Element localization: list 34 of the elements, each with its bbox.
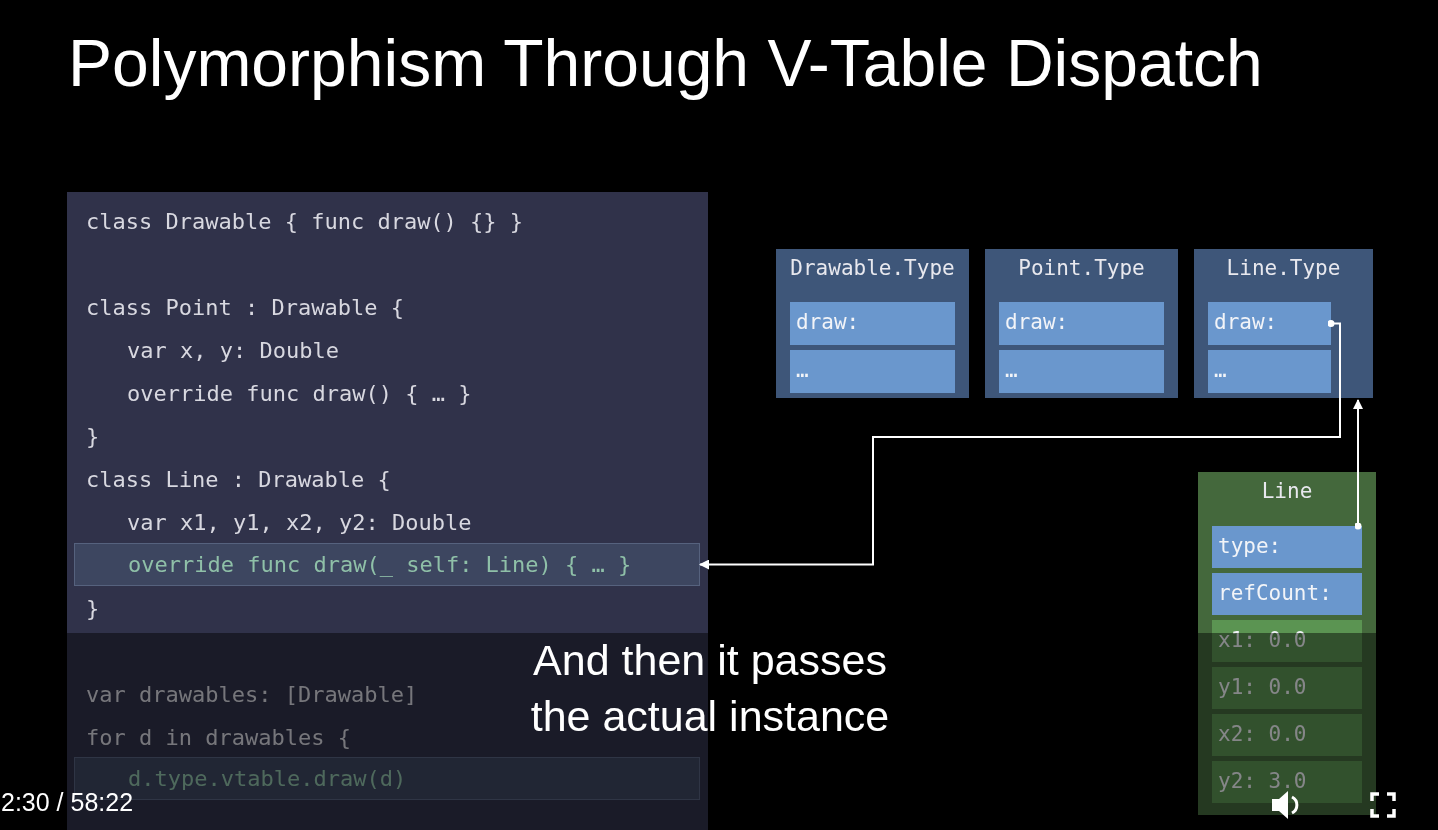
code-line: class Drawable { func draw() {} } [86, 208, 524, 236]
code-line: var x1, y1, x2, y2: Double [127, 509, 472, 537]
memory-field: … [1208, 350, 1331, 393]
box-title: Point.Type [1017, 255, 1146, 281]
type-box [985, 249, 1178, 398]
memory-field: x2: 0.0 [1212, 714, 1362, 756]
memory-field: … [790, 350, 955, 393]
arrow [699, 320, 1341, 570]
subtitle: And then it passes the actual instance [529, 635, 891, 742]
instance-box [1198, 472, 1376, 815]
memory-field: draw: [790, 302, 955, 345]
code-line: for d in drawables { [86, 724, 351, 752]
memory-field: type: [1212, 526, 1362, 568]
memory-field: draw: [1208, 302, 1331, 345]
memory-field: draw: [999, 302, 1164, 345]
code-line: class Point : Drawable { [86, 294, 404, 322]
code-line: var drawables: [Drawable] [86, 681, 418, 709]
code-line: override func draw() { … } [127, 380, 472, 408]
memory-field: … [999, 350, 1164, 393]
type-box [1194, 249, 1373, 398]
slide-title: Polymorphism Through V-Table Dispatch [68, 25, 1263, 102]
code-line: var x, y: Double [127, 337, 339, 365]
box-title: Line [1260, 478, 1314, 504]
memory-field: refCount: [1212, 573, 1362, 615]
code-line: } [86, 423, 100, 451]
code-line: } [86, 595, 100, 623]
box-title: Line.Type [1225, 255, 1342, 281]
memory-field: y1: 0.0 [1212, 667, 1362, 709]
code-line: class Line : Drawable { [86, 466, 391, 494]
type-box [776, 249, 969, 398]
box-title: Drawable.Type [789, 255, 956, 281]
memory-field: y2: 3.0 [1212, 761, 1362, 803]
memory-field: x1: 0.0 [1212, 620, 1362, 662]
arrow [1353, 399, 1363, 530]
